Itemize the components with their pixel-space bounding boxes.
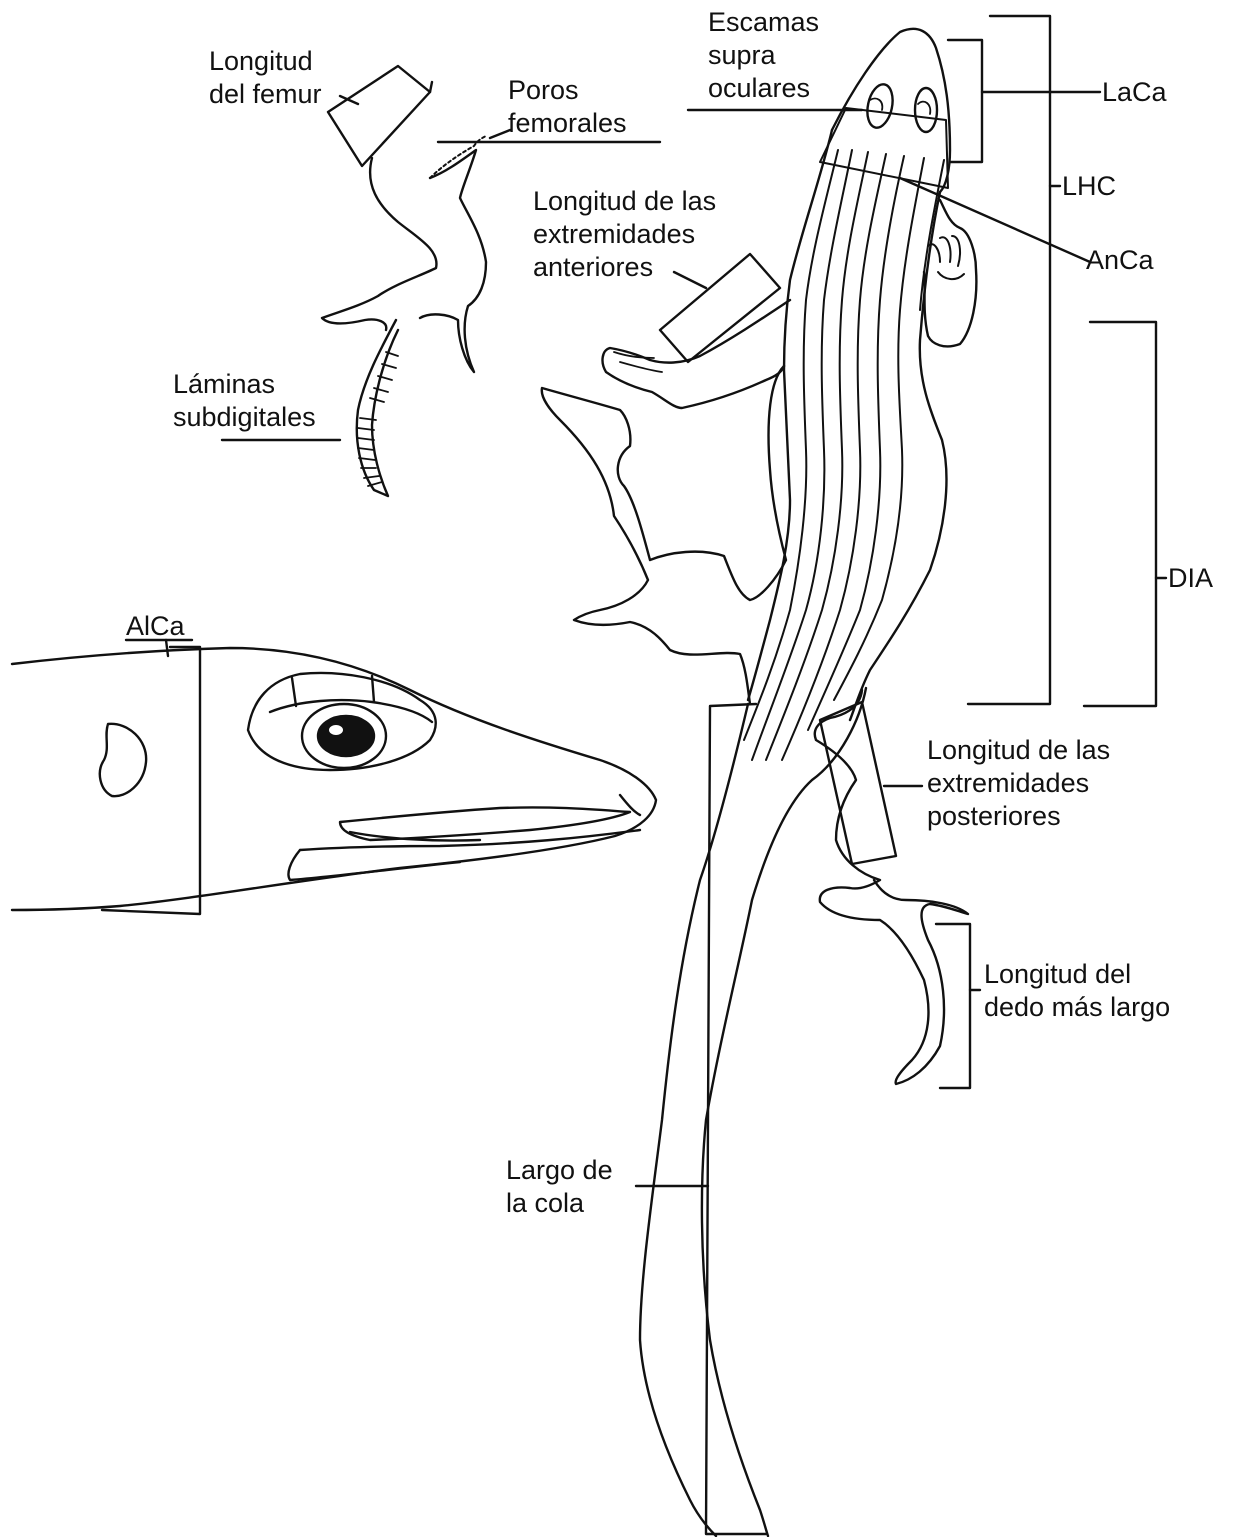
laca-bracket	[948, 40, 982, 162]
escamas-supraoculares-label: Escamas supra oculares	[708, 6, 819, 105]
pupil	[318, 716, 374, 756]
dedo-line-1: Longitud del	[984, 958, 1170, 991]
ext-ant-line-2: extremidades	[533, 218, 716, 251]
extremidades-anteriores-label: Longitud de las extremidades anteriores	[533, 185, 716, 284]
laminas-line-2: subdigitales	[173, 401, 316, 434]
cola-line-1: Largo de	[506, 1154, 613, 1187]
poros-femorales-label: Poros femorales	[508, 74, 627, 140]
ext-ant-line-1: Longitud de las	[533, 185, 716, 218]
femur-line-1: Longitud	[209, 45, 322, 78]
laca-label: LaCa	[1102, 76, 1167, 109]
largo-cola-label: Largo de la cola	[506, 1154, 613, 1220]
dedo-line-2: dedo más largo	[984, 991, 1170, 1024]
femur-length-box	[328, 66, 430, 166]
anca-label: AnCa	[1086, 244, 1154, 277]
ext-post-line-2: extremidades	[927, 767, 1110, 800]
longitud-femur-label: Longitud del femur	[209, 45, 322, 111]
head-profile-drawing	[12, 640, 656, 914]
dedo-mas-largo-label: Longitud del dedo más largo	[984, 958, 1170, 1024]
ext-ant-line-3: anteriores	[533, 251, 716, 284]
dia-label: DIA	[1168, 562, 1213, 595]
ext-post-line-1: Longitud de las	[927, 734, 1110, 767]
alca-label: AlCa	[126, 610, 185, 643]
ear-opening	[100, 724, 146, 796]
hindlimb-length-box	[820, 702, 896, 864]
femur-line-2: del femur	[209, 78, 322, 111]
escamas-line-3: oculares	[708, 72, 819, 105]
dia-bracket	[1084, 322, 1156, 706]
poros-line-1: Poros	[508, 74, 627, 107]
ext-post-line-3: posteriores	[927, 800, 1110, 833]
laminas-subdigitales-label: Láminas subdigitales	[173, 368, 316, 434]
escamas-line-2: supra	[708, 39, 819, 72]
cola-line-2: la cola	[506, 1187, 613, 1220]
lhc-bracket	[968, 16, 1050, 704]
escamas-line-1: Escamas	[708, 6, 819, 39]
lhc-label: LHC	[1062, 170, 1116, 203]
extremidades-posteriores-label: Longitud de las extremidades posteriores	[927, 734, 1110, 833]
dedo-bracket	[936, 924, 970, 1088]
poros-line-2: femorales	[508, 107, 627, 140]
alca-bracket	[102, 647, 200, 914]
laminas-line-1: Láminas	[173, 368, 316, 401]
